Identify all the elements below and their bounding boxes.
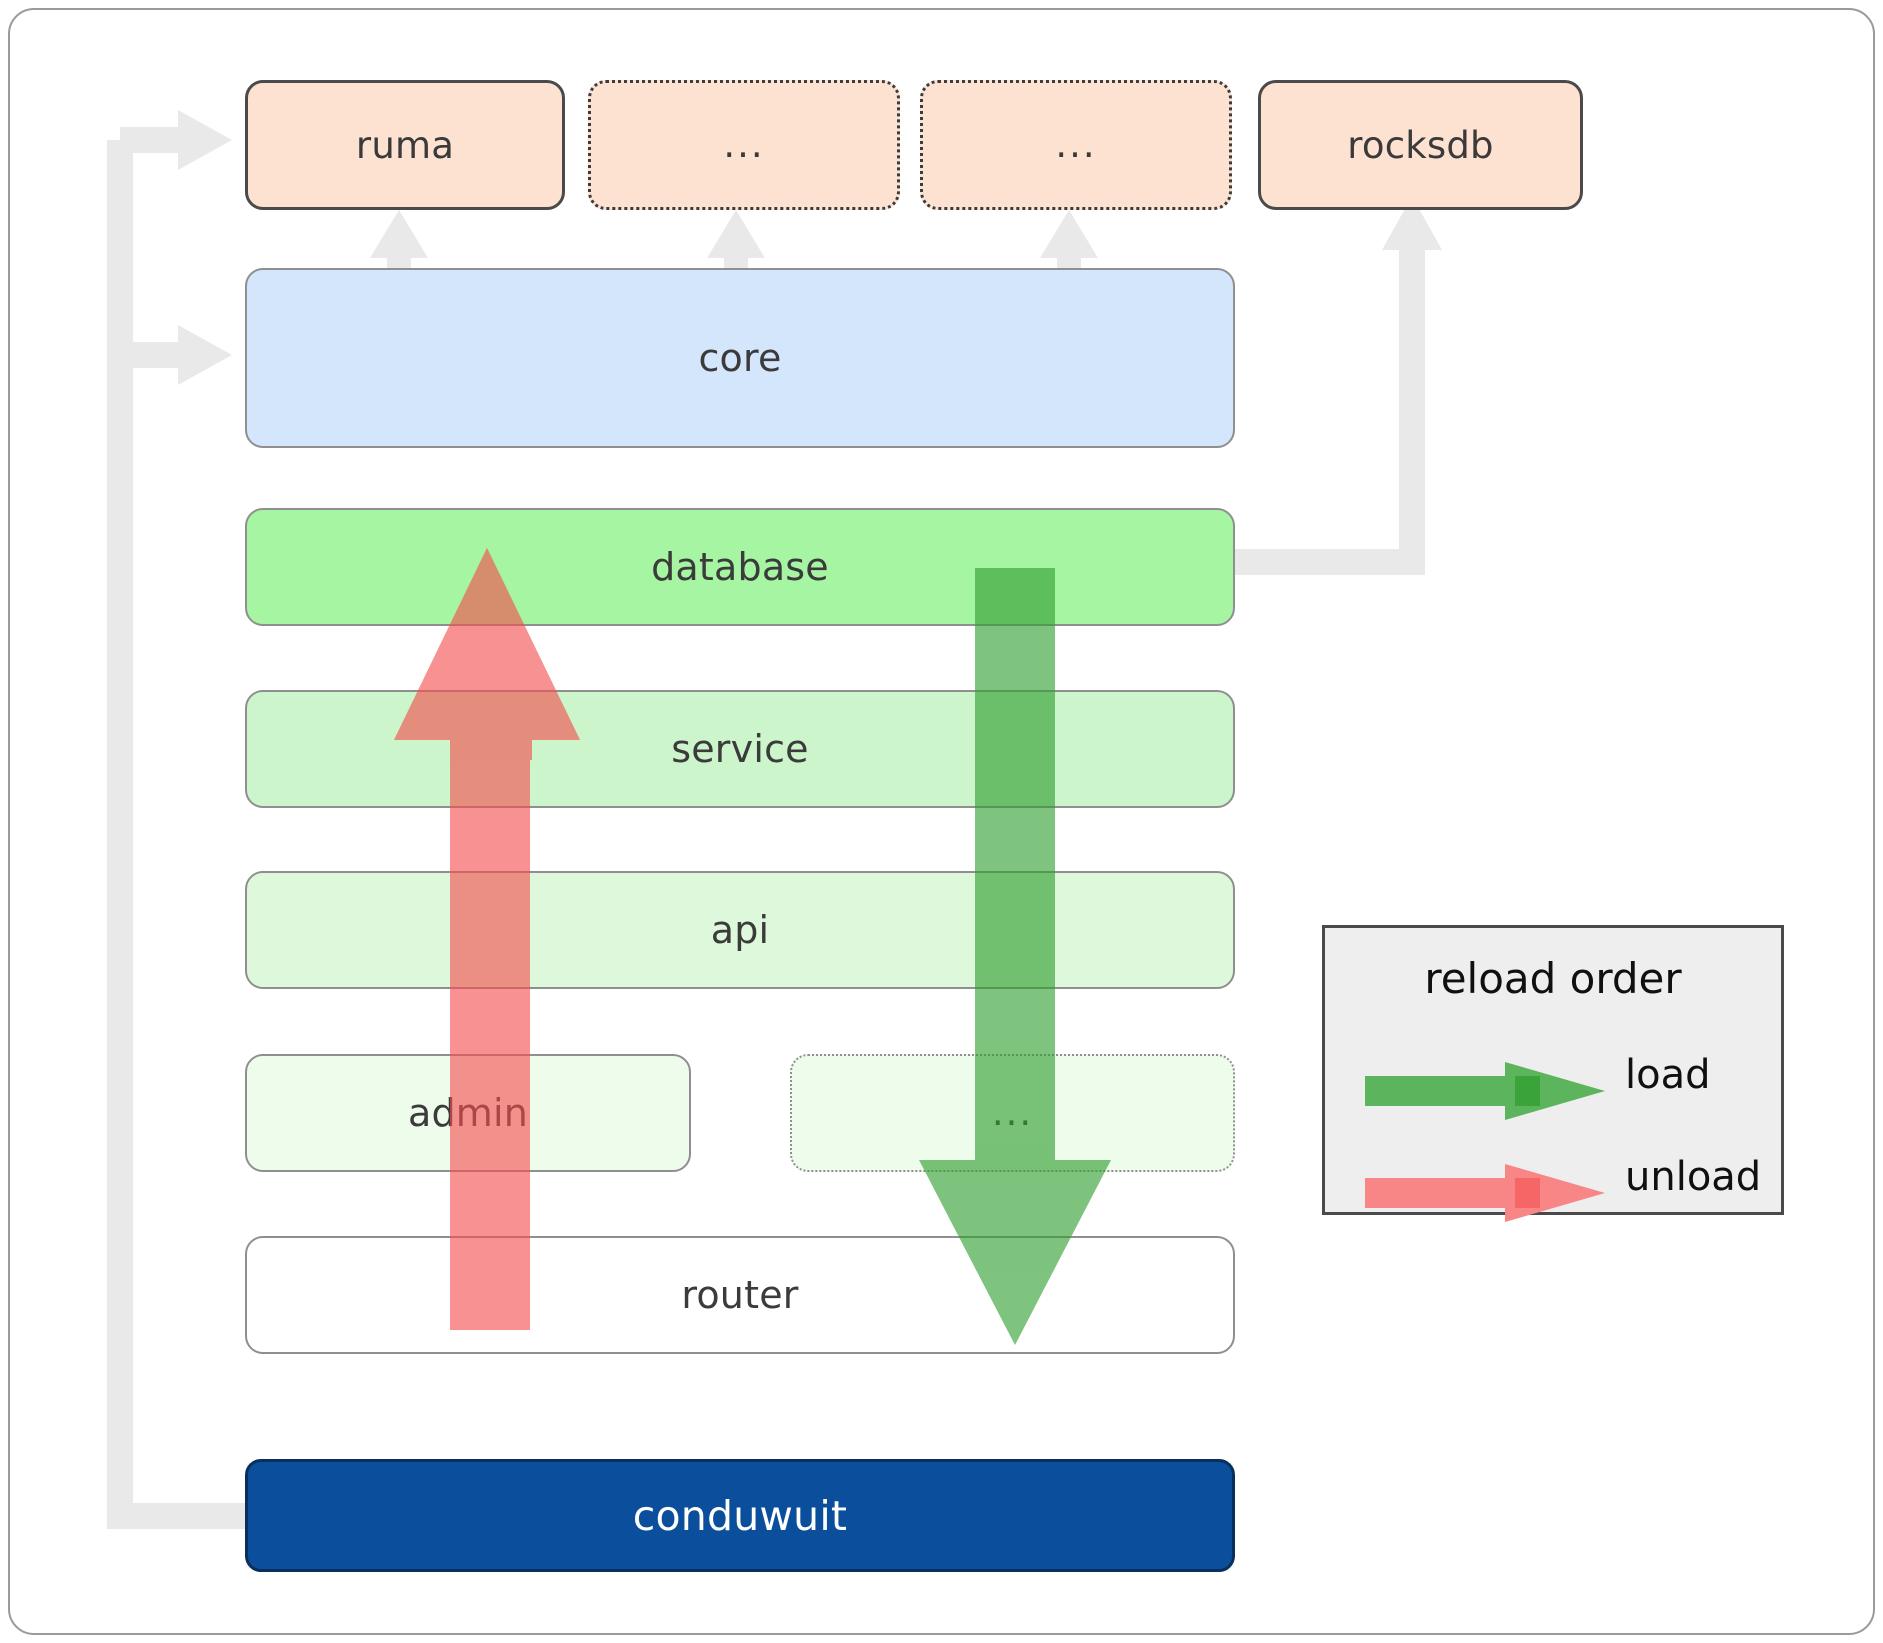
layer-label-api: api <box>710 908 770 952</box>
dependency-label-rocksdb: rocksdb <box>1347 123 1494 167</box>
layer-label-admin: admin <box>407 1091 529 1135</box>
legend-title: reload order <box>1424 954 1682 1003</box>
dependency-label-placeholder-2: ... <box>1055 122 1097 166</box>
layer-label-router: router <box>681 1273 799 1317</box>
connector-database-to-rocksdb <box>1230 196 1442 575</box>
legend-row-unload: unload <box>1325 1154 1781 1230</box>
dependency-box-ruma[interactable]: ruma <box>245 80 565 210</box>
legend-label-load: load <box>1625 1052 1711 1098</box>
layer-box-api[interactable]: api <box>245 871 1235 989</box>
legend-panel: reload order load unload <box>1322 925 1784 1222</box>
layer-box-more[interactable]: ... <box>790 1054 1235 1172</box>
layer-label-database: database <box>651 545 829 589</box>
layer-box-core[interactable]: core <box>245 268 1235 448</box>
layer-label-more: ... <box>991 1090 1034 1134</box>
dependency-box-rocksdb[interactable]: rocksdb <box>1258 80 1583 210</box>
dependency-box-placeholder-1[interactable]: ... <box>588 80 900 210</box>
layer-box-admin[interactable]: admin <box>245 1054 691 1172</box>
layer-label-core: core <box>698 336 782 380</box>
binary-label-conduwuit: conduwuit <box>632 1491 848 1540</box>
dependency-label-ruma: ruma <box>355 123 455 167</box>
layer-box-service[interactable]: service <box>245 690 1235 808</box>
connector-conduwuit-to-deps <box>107 110 247 1529</box>
binary-box-conduwuit[interactable]: conduwuit <box>245 1459 1235 1572</box>
layer-box-router[interactable]: router <box>245 1236 1235 1354</box>
dependency-label-placeholder-1: ... <box>723 122 765 166</box>
legend-label-unload: unload <box>1625 1154 1762 1200</box>
layer-label-service: service <box>671 727 809 771</box>
dependency-box-placeholder-2[interactable]: ... <box>920 80 1232 210</box>
legend-arrow-load <box>1365 1062 1605 1120</box>
legend-arrow-unload <box>1365 1164 1605 1222</box>
layer-box-database[interactable]: database <box>245 508 1235 626</box>
legend-row-load: load <box>1325 1052 1781 1128</box>
